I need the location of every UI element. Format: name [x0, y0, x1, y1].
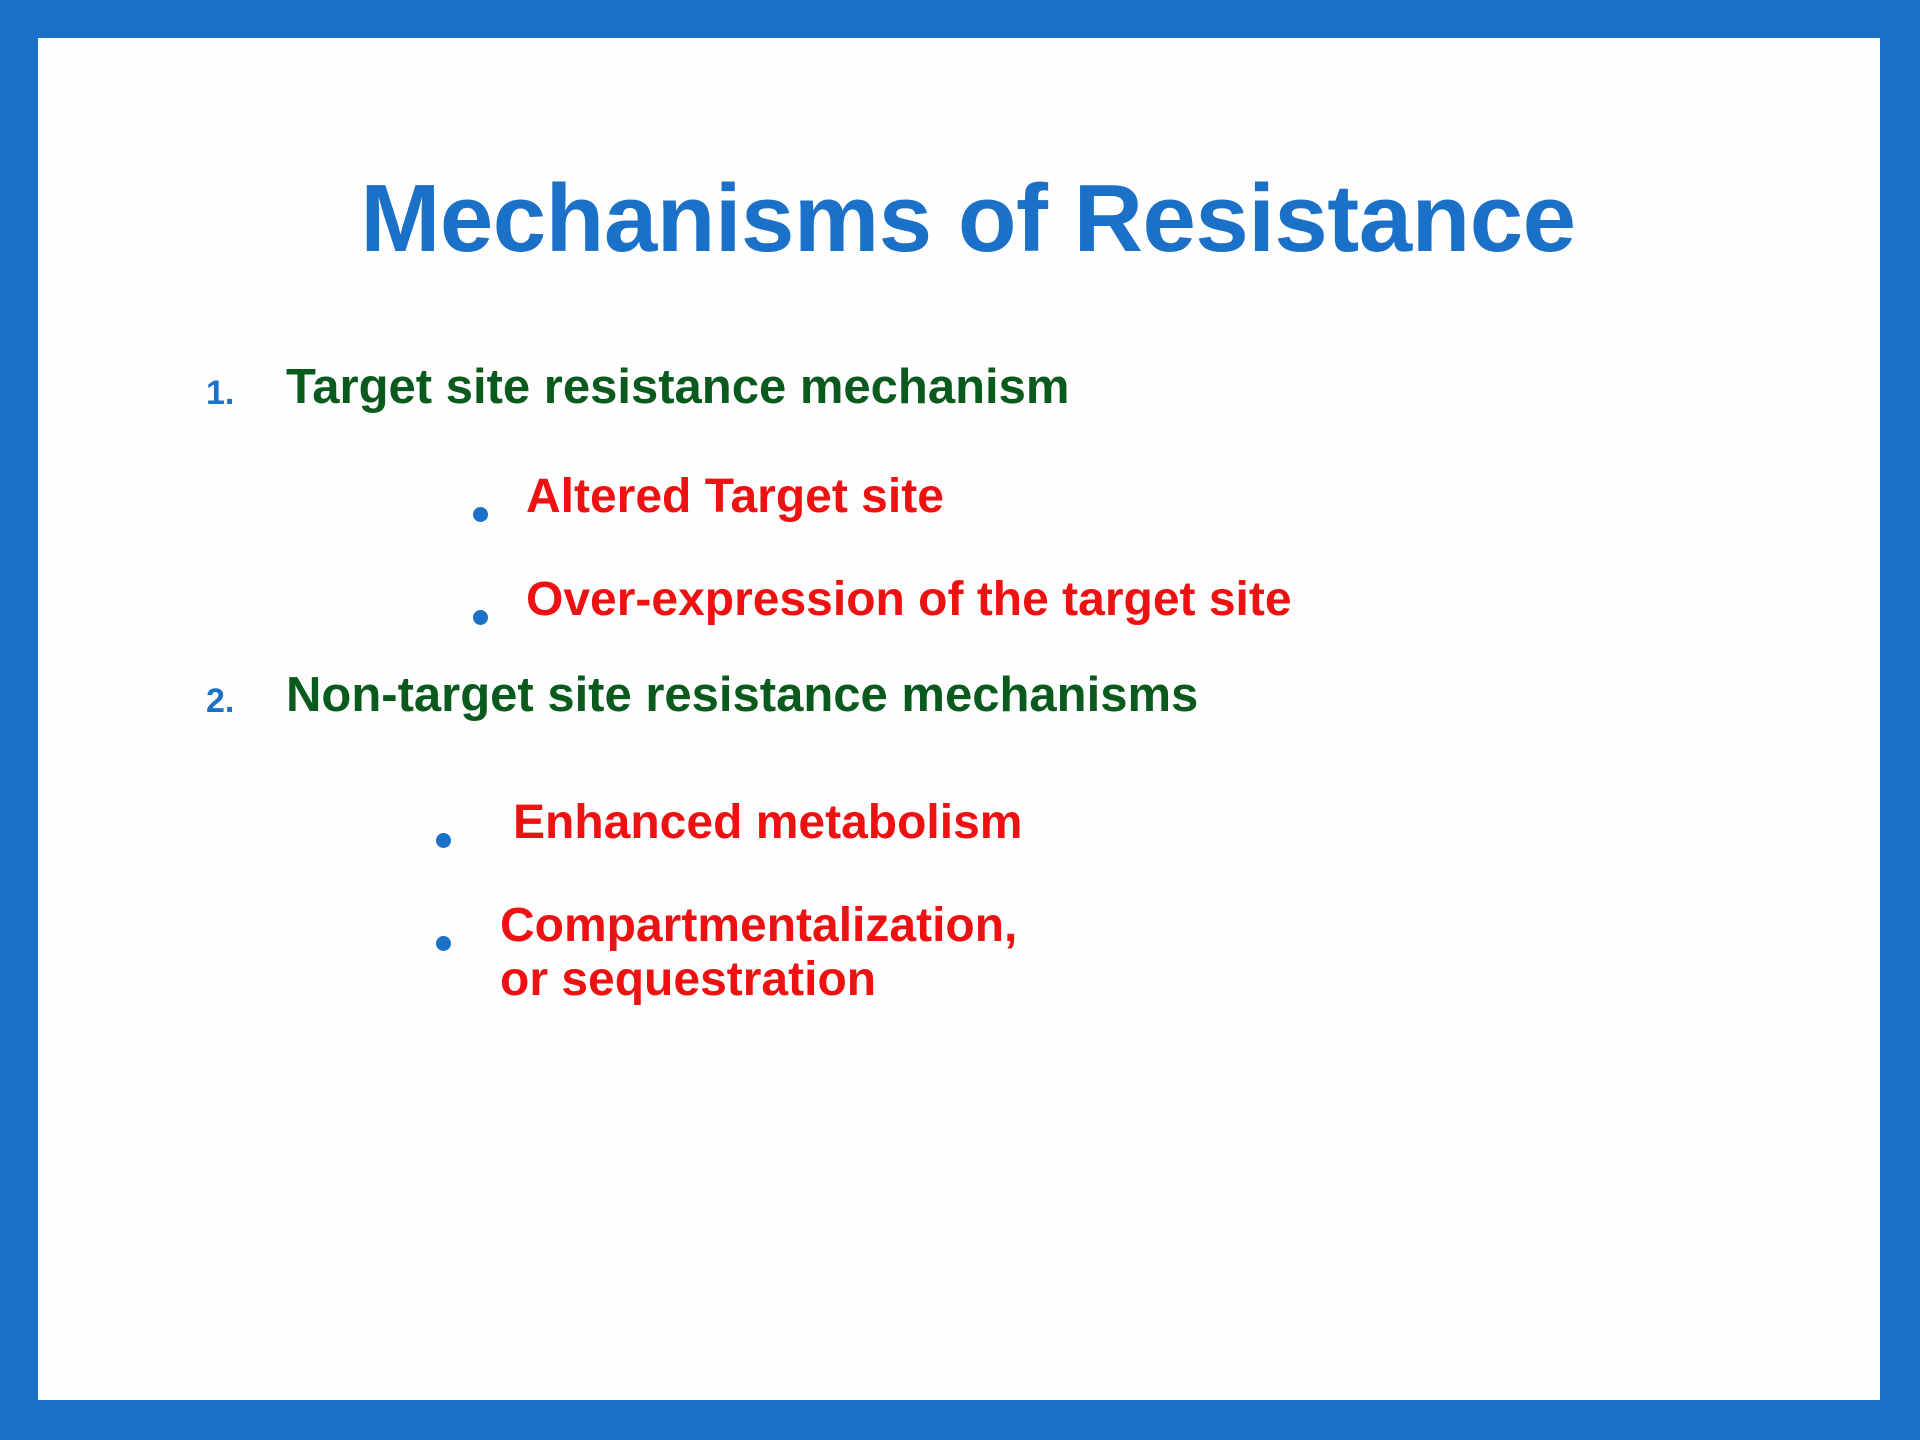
- body-content: 1. Target site resistance mechanism Alte…: [38, 38, 1880, 1400]
- title-block: Mechanisms of Resistance: [38, 170, 1880, 268]
- bullet-dot-icon: [473, 610, 488, 625]
- sub-bullet-2-1: Enhanced metabolism: [513, 796, 1023, 849]
- sub-bullet-1-1: Altered Target site: [526, 470, 944, 523]
- list-heading-1: Target site resistance mechanism: [286, 360, 1070, 414]
- bullet-dot-icon: [436, 936, 451, 951]
- list-number-1: 1.: [206, 374, 235, 412]
- sub-bullet-2-2: Compartmentalization, or sequestration: [500, 899, 1018, 1006]
- bullet-dot-icon: [436, 833, 451, 848]
- list-heading-2: Non-target site resistance mechanisms: [286, 668, 1199, 722]
- list-number-2: 2.: [206, 682, 235, 720]
- slide-content-area: Mechanisms of Resistance 1. Target site …: [38, 38, 1880, 1400]
- bullet-dot-icon: [473, 507, 488, 522]
- page-title: Mechanisms of Resistance: [360, 165, 1576, 272]
- sub-bullet-1-2: Over-expression of the target site: [526, 573, 1292, 626]
